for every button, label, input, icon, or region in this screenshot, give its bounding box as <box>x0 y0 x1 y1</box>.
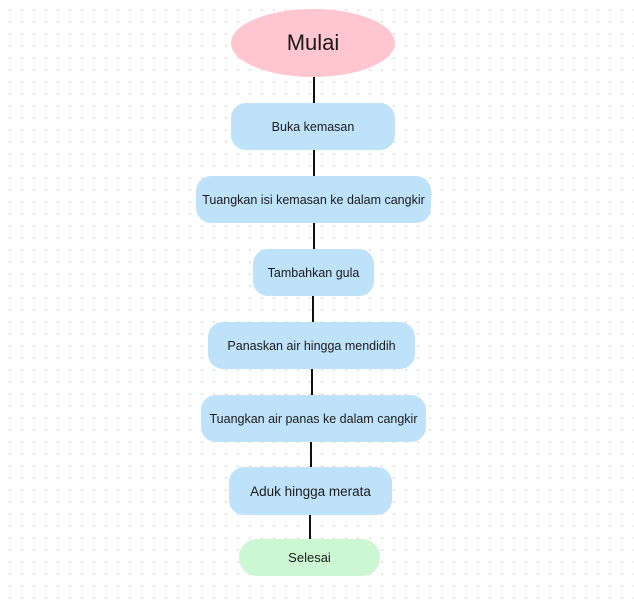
connector-step-6-to-end <box>309 514 311 540</box>
step-node-4: Panaskan air hingga mendidih <box>208 322 415 369</box>
step-node-3: Tambahkan gula <box>253 249 374 296</box>
connector-step-2-to-step-3 <box>313 222 315 250</box>
step-node-3-label: Tambahkan gula <box>267 265 360 280</box>
connector-start-to-step-1 <box>313 76 315 104</box>
connector-step-4-to-step-5 <box>311 368 313 396</box>
step-node-4-label: Panaskan air hingga mendidih <box>227 338 396 353</box>
start-node-label: Mulai <box>286 30 340 55</box>
step-node-5-label: Tuangkan air panas ke dalam cangkir <box>209 411 418 426</box>
end-node: Selesai <box>239 539 380 576</box>
connector-step-5-to-step-6 <box>310 441 312 468</box>
step-node-2-label: Tuangkan isi kemasan ke dalam cangkir <box>202 192 425 207</box>
start-node: Mulai <box>231 9 395 77</box>
step-node-1-label: Buka kemasan <box>271 119 355 134</box>
end-node-label: Selesai <box>288 550 331 565</box>
step-node-1: Buka kemasan <box>231 103 395 150</box>
step-node-6: Aduk hingga merata <box>229 467 392 515</box>
connector-step-3-to-step-4 <box>312 295 314 323</box>
connector-step-1-to-step-2 <box>313 149 315 177</box>
step-node-2: Tuangkan isi kemasan ke dalam cangkir <box>196 176 431 223</box>
step-node-5: Tuangkan air panas ke dalam cangkir <box>201 395 426 442</box>
step-node-6-label: Aduk hingga merata <box>250 483 371 499</box>
